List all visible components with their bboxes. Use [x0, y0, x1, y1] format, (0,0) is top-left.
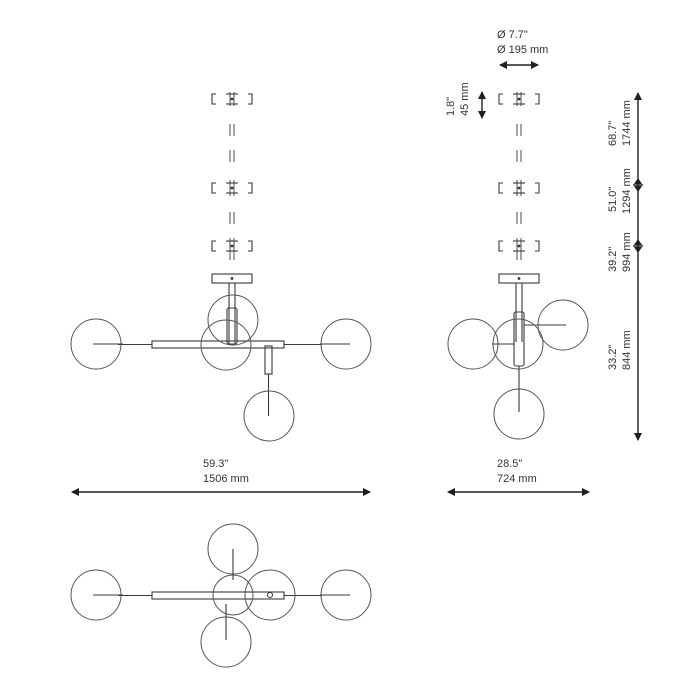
side-width-mm: 724 mm: [497, 473, 537, 485]
side-view: [447, 92, 589, 440]
overall-height-inches: 68.7": [607, 121, 619, 146]
height-2-inches: 51.0": [607, 187, 619, 212]
suspension-adjuster-low: [211, 238, 253, 260]
globe: [212, 574, 254, 616]
top-arm: [151, 591, 285, 600]
globe: [207, 294, 259, 346]
globe: [200, 319, 252, 371]
suspension-adjuster-low: [498, 238, 540, 260]
top-view: [70, 523, 372, 668]
front-view: [70, 92, 372, 442]
globe: [244, 569, 296, 621]
suspension-adjuster-top: [211, 92, 253, 106]
canopy-height-inches: 1.8": [445, 97, 457, 116]
canopy-diameter-inches: Ø 7.7": [497, 29, 528, 41]
suspension-adjuster-mid: [498, 180, 540, 196]
front-width-mm: 1506 mm: [203, 473, 249, 485]
globe: [492, 318, 544, 370]
canopy: [498, 273, 540, 284]
height-3-inches: 39.2": [607, 247, 619, 272]
canopy-height-mm: 45 mm: [459, 82, 471, 116]
front-width-inches: 59.3": [203, 458, 228, 470]
suspension-adjuster-top: [498, 92, 540, 106]
height-3-mm: 994 mm: [621, 232, 633, 272]
globe: [537, 299, 589, 351]
globe: [493, 388, 545, 440]
body-height-inches: 33.2": [607, 345, 619, 370]
globe: [447, 318, 499, 370]
overall-height-mm: 1744 mm: [621, 100, 633, 146]
canopy: [211, 273, 253, 284]
globe: [243, 390, 295, 442]
drop-arm: [264, 345, 273, 375]
front-arm: [151, 340, 285, 349]
body-height-mm: 844 mm: [621, 330, 633, 370]
canopy-diameter-mm: Ø 195 mm: [497, 44, 548, 56]
height-2-mm: 1294 mm: [621, 168, 633, 214]
side-width-inches: 28.5": [497, 458, 522, 470]
suspension-adjuster-mid: [211, 180, 253, 196]
